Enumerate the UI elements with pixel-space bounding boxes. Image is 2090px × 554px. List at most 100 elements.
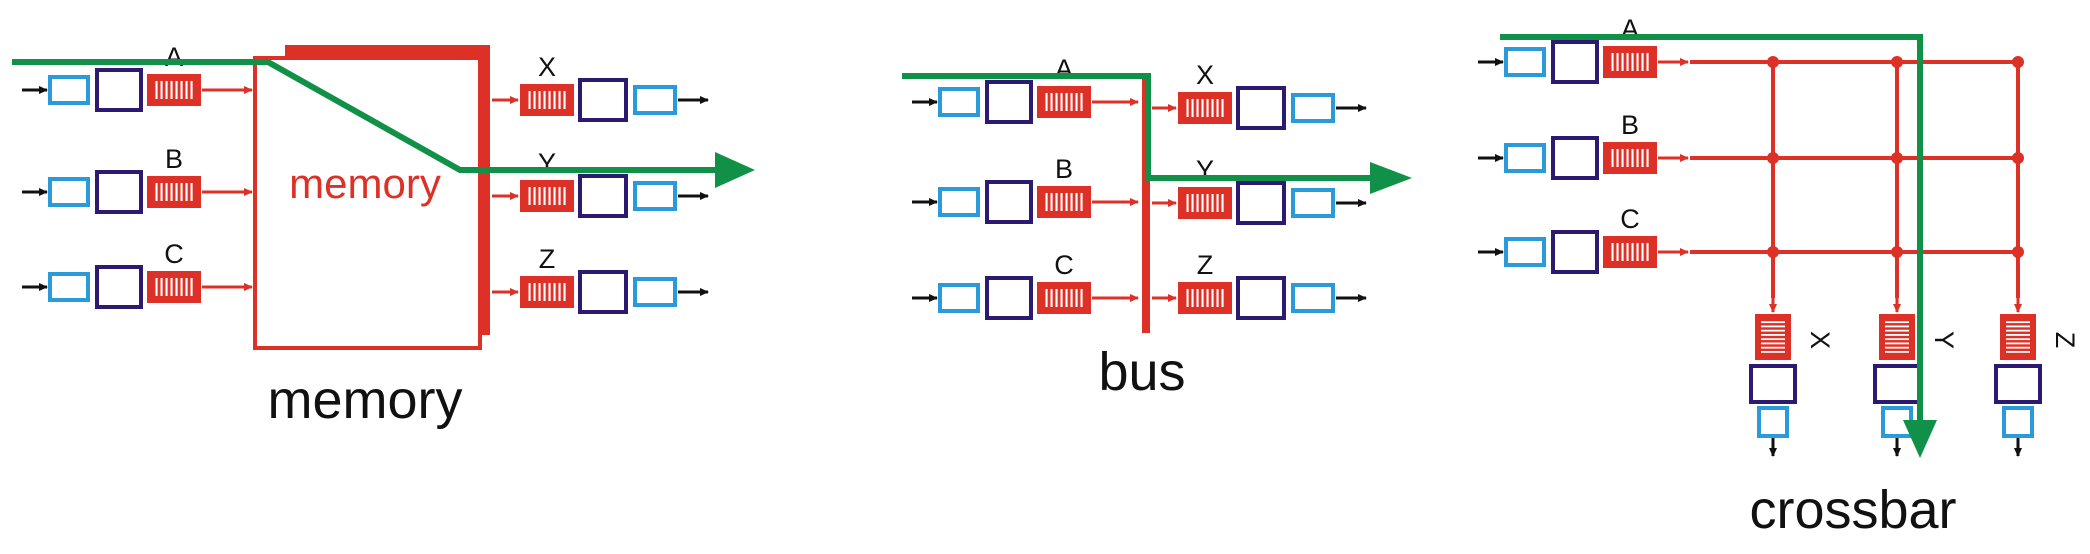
crossbar-crosspoint xyxy=(1767,56,1779,68)
memory-input-port-b: B xyxy=(22,144,253,214)
crossbar-line-card-cyan xyxy=(1757,406,1789,438)
memory-output-queue xyxy=(520,180,574,212)
bus-line-card-cyan xyxy=(1291,188,1335,218)
crossbar-crosspoint xyxy=(1891,246,1903,258)
bus-input-label-a: A xyxy=(1055,54,1073,84)
crossbar-crosspoint xyxy=(2012,56,2024,68)
memory-input-label-a: A xyxy=(165,42,183,72)
crossbar-input-queue xyxy=(1603,142,1657,174)
crossbar-input-port-b: B xyxy=(1478,110,1689,180)
memory-input-queue xyxy=(147,74,201,106)
memory-input-queue xyxy=(147,271,201,303)
crossbar-output-label-z: Z xyxy=(2050,332,2080,349)
memory-box: memory xyxy=(253,45,490,350)
crossbar-line-card-navy xyxy=(1551,230,1599,274)
memory-output-port-y: Y xyxy=(492,148,709,218)
memory-line-card-navy xyxy=(578,174,628,218)
memory-line-card-cyan xyxy=(48,177,90,207)
crossbar-output-label-y: Y xyxy=(1929,331,1959,349)
bus-line-card-cyan xyxy=(938,283,980,313)
crossbar-input-queue xyxy=(1603,46,1657,78)
crossbar-line-card-cyan xyxy=(1504,47,1546,77)
memory-line-card-cyan xyxy=(633,277,677,307)
crossbar-input-queue xyxy=(1603,236,1657,268)
bus-input-label-c: C xyxy=(1054,250,1074,280)
memory-panel: memory A B C X Y Z memory xyxy=(12,42,755,430)
memory-output-queue xyxy=(520,276,574,308)
memory-line-card-navy xyxy=(95,265,143,309)
crossbar-output-port-z: Z xyxy=(1994,298,2080,457)
bus-output-port-y: Y xyxy=(1152,155,1367,225)
bus-line-card-navy xyxy=(985,180,1033,224)
bus-highlight-path xyxy=(902,73,1375,181)
bus-input-port-b: B xyxy=(912,154,1139,224)
bus-output-queue xyxy=(1178,187,1232,219)
memory-output-port-z: Z xyxy=(492,244,709,314)
bus-line-card-navy xyxy=(1236,276,1286,320)
bus-line-card-navy xyxy=(985,80,1033,124)
bus-input-port-a: A xyxy=(912,54,1139,124)
bus-line-card-cyan xyxy=(1291,93,1335,123)
memory-output-label-z: Z xyxy=(539,244,556,274)
bus-line-card-navy xyxy=(985,276,1033,320)
crossbar-output-queue xyxy=(1755,314,1791,360)
memory-inner-label: memory xyxy=(289,160,441,207)
memory-line-card-cyan xyxy=(633,181,677,211)
memory-highlight-path xyxy=(12,59,720,173)
bus-line-card-cyan xyxy=(938,187,980,217)
crossbar-line-card-navy xyxy=(1749,364,1797,404)
bus-line-card-cyan xyxy=(1291,283,1335,313)
crossbar-line-card-navy xyxy=(1551,40,1599,84)
bus-caption: bus xyxy=(1098,342,1185,402)
bus-output-queue xyxy=(1178,92,1232,124)
bus-input-port-c: C xyxy=(912,250,1139,320)
memory-line-card-cyan xyxy=(48,75,90,105)
memory-line-card-navy xyxy=(95,170,143,214)
bus-input-queue xyxy=(1037,86,1091,118)
memory-output-port-x: X xyxy=(492,52,709,122)
bus-output-port-x: X xyxy=(1152,60,1367,130)
memory-input-label-c: C xyxy=(164,239,184,269)
memory-output-label-y: Y xyxy=(538,148,556,178)
crossbar-crosspoint xyxy=(2012,152,2024,164)
memory-highlight-arrowhead xyxy=(715,152,755,188)
crossbar-input-port-c: C xyxy=(1478,204,1689,274)
memory-line-card-cyan xyxy=(633,85,677,115)
memory-line-card-navy xyxy=(95,68,143,112)
bus-output-label-x: X xyxy=(1196,60,1214,90)
memory-input-port-a: A xyxy=(22,42,253,112)
crossbar-input-port-a: A xyxy=(1478,14,1689,84)
bus-panel: A B C X YZ bus xyxy=(902,54,1412,402)
memory-output-queue xyxy=(520,84,574,116)
memory-line-card-cyan xyxy=(48,272,90,302)
memory-caption: memory xyxy=(267,370,462,430)
bus-input-label-b: B xyxy=(1055,154,1073,184)
memory-output-label-x: X xyxy=(538,52,556,82)
crossbar-input-label-b: B xyxy=(1621,110,1639,140)
crossbar-crosspoint xyxy=(1891,56,1903,68)
bus-line-card-navy xyxy=(1236,86,1286,130)
crossbar-output-queue xyxy=(2000,314,2036,360)
memory-input-queue xyxy=(147,176,201,208)
crossbar-crosspoint xyxy=(1891,152,1903,164)
crossbar-line-card-navy xyxy=(1873,364,1921,404)
memory-input-port-c: C xyxy=(22,239,253,309)
crossbar-input-label-c: C xyxy=(1620,204,1640,234)
crossbar-highlight-arrowhead xyxy=(1903,420,1937,458)
bus-line xyxy=(1142,75,1150,333)
memory-input-label-b: B xyxy=(165,144,183,174)
bus-output-label-z: Z xyxy=(1197,250,1214,280)
crossbar-crosspoint xyxy=(1767,152,1779,164)
crossbar-line-card-navy xyxy=(1994,364,2042,404)
crossbar-line-card-navy xyxy=(1551,136,1599,180)
memory-line-card-navy xyxy=(578,78,628,122)
crossbar-line-card-cyan xyxy=(1504,143,1546,173)
crossbar-highlight-path xyxy=(1500,34,1923,425)
bus-line-card-cyan xyxy=(938,87,980,117)
bus-output-queue xyxy=(1178,282,1232,314)
bus-input-queue xyxy=(1037,186,1091,218)
crossbar-crosspoint xyxy=(2012,246,2024,258)
crossbar-caption: crossbar xyxy=(1749,480,1956,540)
